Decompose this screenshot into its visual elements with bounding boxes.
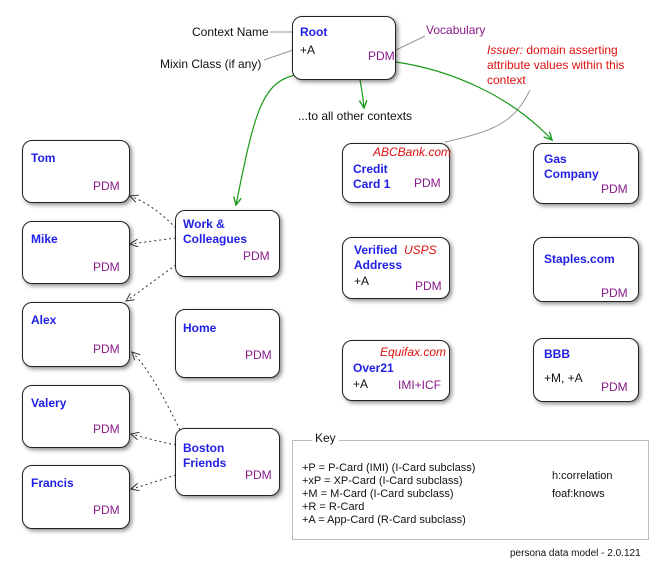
node-name: Valery [31, 396, 67, 410]
key-legend [292, 440, 649, 540]
node-vocabulary: PDM [601, 286, 628, 300]
key-knows-label: foaf:knows [552, 488, 605, 500]
boston-to-valery-knows [131, 434, 177, 446]
node-vocabulary: PDM [415, 279, 442, 293]
over21-node[interactable]: Equifax.com Over21 +A IMI+ICF [342, 340, 450, 401]
node-name: Staples.com [544, 252, 615, 266]
footer-version: persona data model - 2.0.121 [510, 548, 641, 559]
bbb-node[interactable]: BBB +M, +A PDM [533, 338, 639, 402]
node-name: Credit Card 1 [353, 162, 391, 191]
node-name: Tom [31, 151, 56, 165]
node-name: Mike [31, 232, 58, 246]
valery-node[interactable]: Valery PDM [22, 385, 130, 448]
node-vocabulary: PDM [93, 342, 120, 356]
node-issuer: ABCBank.com [373, 145, 452, 159]
home-node[interactable]: Home PDM [175, 309, 280, 378]
node-name: Work & Colleagues [183, 217, 248, 246]
node-vocabulary: PDM [414, 176, 441, 190]
vocabulary-pointer [395, 35, 426, 51]
key-item: +xP = XP-Card (I-Card subclass) [302, 475, 463, 487]
node-mixin: +A [354, 274, 370, 288]
node-name: Francis [31, 476, 74, 490]
work-to-mike-knows [130, 237, 177, 244]
node-vocabulary: PDM [245, 348, 272, 362]
to-all-contexts-label: ...to all other contexts [298, 109, 413, 123]
node-vocabulary: PDM [93, 260, 120, 274]
node-mixin: +A [300, 43, 316, 57]
credit-card-node[interactable]: ABCBank.com Credit Card 1 PDM [342, 143, 452, 203]
node-mixin: +M, +A [544, 371, 583, 385]
boston-to-francis-knows [131, 474, 177, 489]
node-vocabulary: PDM [601, 380, 628, 394]
node-name: BBB [544, 347, 570, 361]
work-colleagues-node[interactable]: Work & Colleagues PDM [175, 210, 280, 277]
node-vocabulary: IMI+ICF [398, 378, 442, 392]
boston-to-alex-knows [132, 352, 181, 431]
work-to-tom-knows [130, 196, 177, 229]
key-title: Key [312, 431, 339, 445]
node-issuer: USPS [404, 243, 437, 257]
node-vocabulary: PDM [93, 503, 120, 517]
root-to-contexts-arrow [360, 79, 364, 108]
root-node[interactable]: Root +A PDM [292, 16, 396, 80]
key-item: +R = R-Card [302, 501, 365, 513]
boston-friends-node[interactable]: Boston Friends PDM [175, 428, 280, 496]
node-name: Boston Friends [183, 441, 227, 470]
mixin-class-label: Mixin Class (if any) [160, 57, 262, 71]
vocabulary-label: Vocabulary [426, 23, 486, 37]
issuer-note: Issuer: domain asserting attribute value… [487, 43, 657, 88]
tom-node[interactable]: Tom PDM [22, 140, 130, 203]
node-name: Home [183, 321, 217, 335]
node-name: Root [300, 25, 328, 39]
verified-address-node[interactable]: USPS Verified Address +A PDM [342, 237, 450, 299]
node-vocabulary: PDM [601, 182, 628, 196]
key-item: +A = App-Card (R-Card subclass) [302, 514, 466, 526]
issuer-pointer [444, 89, 531, 143]
issuer-prefix: Issuer: [487, 43, 524, 57]
node-mixin: +A [353, 377, 369, 391]
node-vocabulary: PDM [93, 422, 120, 436]
node-vocabulary: PDM [93, 179, 120, 193]
node-name: Verified Address [354, 243, 403, 272]
node-vocabulary: PDM [245, 468, 272, 482]
francis-node[interactable]: Francis PDM [22, 465, 130, 529]
mike-node[interactable]: Mike PDM [22, 221, 130, 284]
node-vocabulary: PDM [243, 249, 270, 263]
node-name: Alex [31, 313, 57, 327]
node-vocabulary: PDM [368, 49, 395, 63]
key-item: +M = M-Card (I-Card subclass) [302, 488, 454, 500]
staples-node[interactable]: Staples.com PDM [533, 237, 639, 302]
node-issuer: Equifax.com [380, 345, 447, 359]
root-to-work-arrow [236, 73, 301, 205]
work-to-alex-knows [126, 264, 177, 301]
node-name: Gas Company [544, 152, 599, 181]
gas-company-node[interactable]: Gas Company PDM [533, 143, 639, 204]
mixin-class-pointer [263, 48, 297, 61]
key-item: +P = P-Card (IMI) (I-Card subclass) [302, 462, 476, 474]
issuer-description: domain asserting attribute values within… [487, 43, 625, 87]
node-name: Over21 [353, 361, 394, 375]
context-name-label: Context Name [192, 25, 269, 39]
alex-node[interactable]: Alex PDM [22, 302, 130, 367]
key-correlation-label: h:correlation [552, 470, 613, 482]
root-to-gas-arrow [395, 61, 552, 140]
